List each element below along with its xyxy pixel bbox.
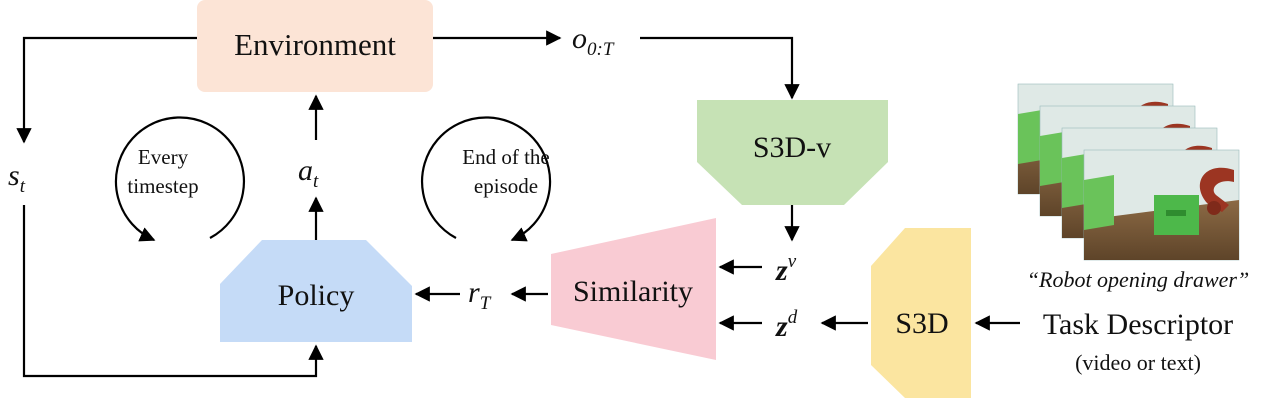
s3d-box (871, 228, 971, 398)
policy-label: Policy (278, 279, 355, 312)
reward-symbol: rT (468, 276, 492, 314)
s3d-v-box (697, 100, 888, 205)
task-video-frame (1083, 149, 1240, 261)
observations-symbol: o0:T (572, 22, 615, 60)
s3d-label: S3D (895, 307, 948, 340)
task-descriptor-title: Task Descriptor (1043, 308, 1233, 341)
s3d-v-label: S3D-v (753, 131, 831, 164)
state-symbol: st (8, 159, 26, 197)
similarity-box (551, 218, 716, 360)
every-timestep-loop (114, 116, 245, 242)
policy-box (220, 240, 412, 342)
state-to-policy-arrow (22, 205, 324, 378)
task-video-frames (1017, 83, 1240, 261)
every-timestep-line1: Every (138, 145, 189, 169)
obs-to-s3dv-arrow (640, 36, 800, 100)
end-of-episode-line2: episode (474, 174, 538, 198)
action-symbol: at (298, 154, 319, 192)
environment-box (197, 0, 433, 92)
video-embedding-symbol: zv (775, 251, 797, 287)
end-of-episode-line1: End of the (462, 145, 549, 169)
env-to-state-arrow (16, 36, 197, 144)
environment-label: Environment (234, 27, 396, 62)
every-timestep-line2: timestep (127, 174, 198, 198)
similarity-label: Similarity (573, 275, 693, 308)
descriptor-embedding-symbol: zd (775, 307, 798, 343)
connectors (16, 30, 1020, 378)
task-descriptor-subtitle: (video or text) (1075, 350, 1201, 375)
task-caption: “Robot opening drawer” (1027, 267, 1249, 292)
end-of-episode-loop (421, 116, 552, 242)
